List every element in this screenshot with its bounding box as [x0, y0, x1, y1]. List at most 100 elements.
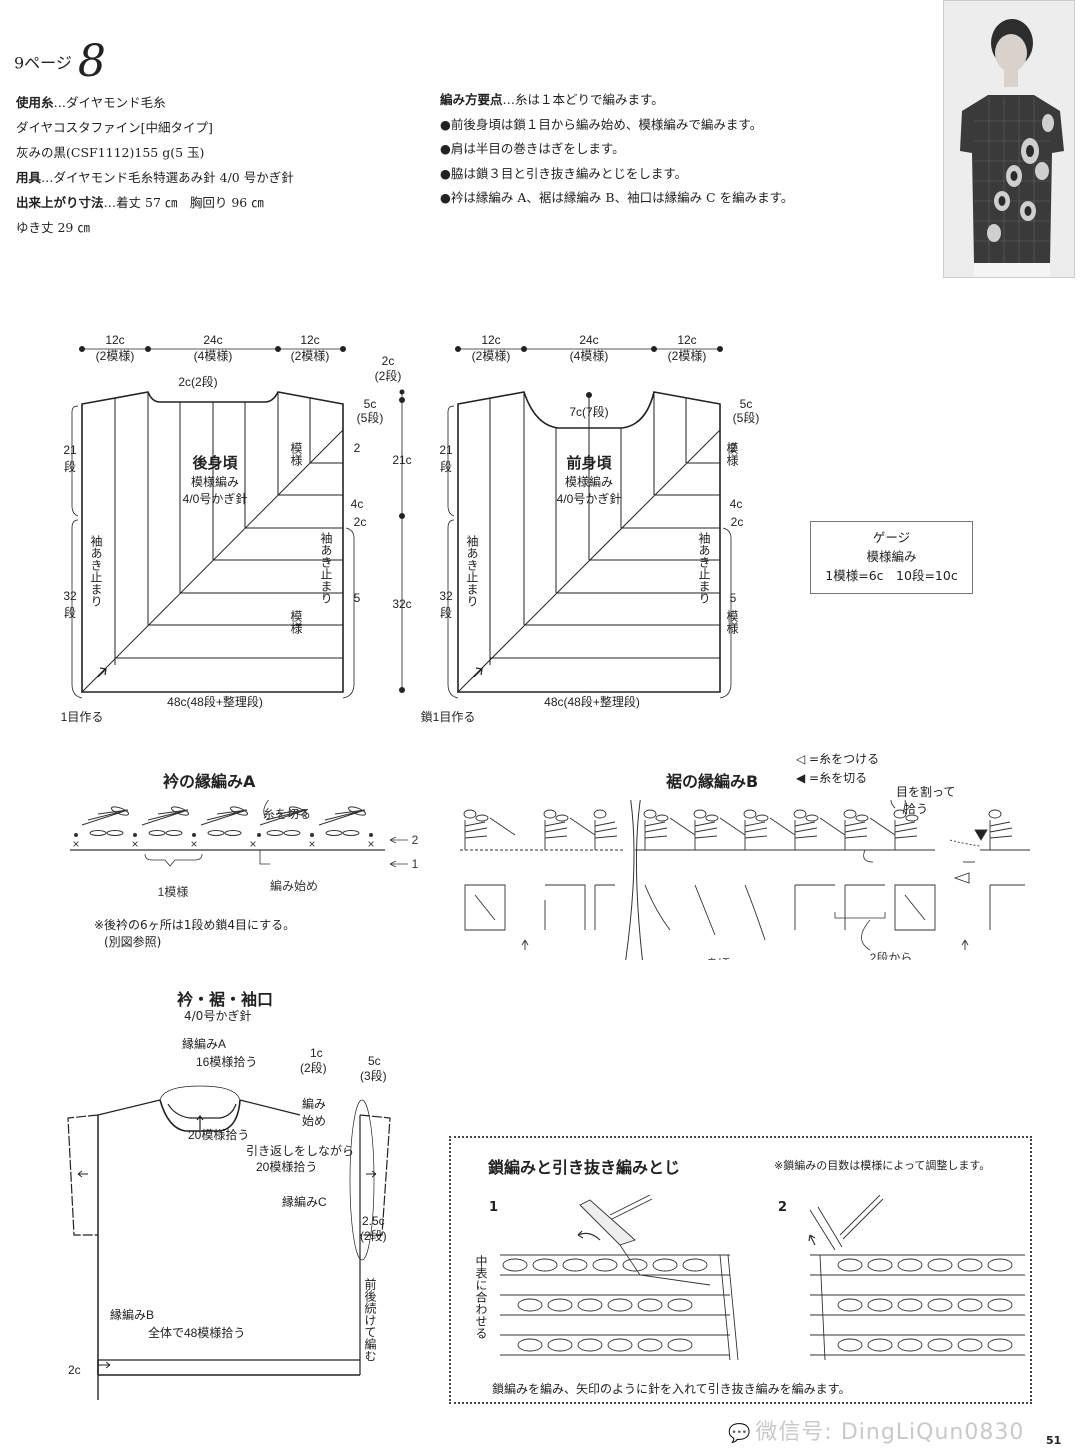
assembly-collar-1c-sub: (2段) — [300, 1060, 327, 1075]
front-right-2-unit: 模様 — [725, 442, 739, 466]
split-pick-label-2: 拾う — [904, 802, 929, 816]
size-label: 出来上がり寸法 — [16, 195, 104, 210]
assembly-sleeve-25c: 2.5c — [362, 1214, 385, 1228]
tools-value: …ダイヤモンド毛糸特選あみ針 4/0 号かぎ針 — [41, 170, 294, 185]
edging-a-repeat: 1模様 — [158, 885, 189, 899]
front-dim-right-sub: (2模様) — [668, 349, 707, 363]
sleeve-length: ゆき丈 29 ㎝ — [16, 220, 90, 235]
assembly-edge-b: 縁編みB — [110, 1307, 154, 1322]
back-right-5-unit: 模様 — [289, 610, 303, 634]
point-item: ●肩は半目の巻きはぎをします。 — [440, 141, 625, 156]
back-body-diagram: 12c (2模様) 24c (4模様) 12c (2模様) 2c(2段) 2c … — [60, 333, 412, 724]
seam-note: ※鎖編みの目数は模様によって調整します。 — [774, 1159, 991, 1172]
back-stitch: 模様編み — [191, 474, 239, 489]
back-start-chain: 鎖1目作る — [60, 709, 103, 724]
back-dim-center: 24c — [203, 333, 222, 347]
yarn-value: …ダイヤモンド毛糸 — [53, 95, 166, 110]
front-armhole-mark-right: 袖あき止まり — [697, 532, 711, 604]
back-dim-right: 12c — [300, 333, 319, 347]
front-start-chain: 鎖1目作る — [421, 709, 476, 724]
front-right-top: 5c — [740, 397, 753, 411]
front-hook: 4/0号かぎ針 — [557, 491, 622, 506]
edging-a-note-ref: (別図参照) — [104, 935, 162, 949]
front-right-2c: 2c — [731, 515, 744, 529]
gauge-title: ゲージ — [872, 530, 911, 545]
assembly-pick48: 全体で48模様拾う — [148, 1325, 245, 1340]
svg-text:×: × — [190, 837, 197, 851]
assembly-turn-pick-2: 20模様拾う — [256, 1159, 317, 1174]
edging-a-row2: 2 — [412, 833, 419, 847]
edging-a-note: ※後衿の6ヶ所は1段め鎖4目にする。 — [94, 918, 296, 932]
svg-text:×: × — [72, 837, 79, 851]
back-height-lower: 32c — [392, 597, 411, 611]
svg-text:×: × — [131, 837, 138, 851]
front-right-5-unit: 模様 — [725, 610, 739, 634]
back-right-2: 2 — [354, 441, 361, 455]
back-right-top-sub: (5段) — [357, 410, 384, 425]
yarn-line3: 灰みの黒(CSF1112)155 g(5 玉) — [16, 145, 205, 160]
edging-a-start: 編み始め — [270, 878, 318, 893]
assembly-title: 衿・裾・袖口 — [177, 990, 274, 1009]
svg-text:×: × — [249, 837, 256, 851]
back-left-upper: 21 — [63, 443, 77, 457]
back-shoulder-slope-sub: (2段) — [375, 368, 402, 383]
back-right-2c: 2c — [354, 515, 367, 529]
seam-illustrations — [500, 1195, 1025, 1361]
yarn-line2: ダイヤコスタファイン[中細タイプ] — [16, 120, 213, 135]
edging-a-row1: 1 — [412, 857, 419, 871]
back-right-5: 5 — [354, 591, 361, 605]
front-dim-left: 12c — [481, 333, 500, 347]
assembly-hook: 4/0号かぎ針 — [184, 1009, 252, 1023]
back-right-4c: 4c — [351, 497, 364, 511]
front-dim-right: 12c — [677, 333, 696, 347]
points-intro: …糸は１本どりで編みます。 — [502, 92, 664, 107]
front-bottom-width: 48c(48段+整理段) — [544, 694, 640, 709]
front-right-5: 5 — [730, 591, 737, 605]
back-left-upper-unit: 段 — [64, 460, 77, 474]
assembly-continue: 前後続けて編む — [363, 1278, 377, 1362]
seam-instruction-box — [449, 1136, 1032, 1404]
assembly-sleeve-5c-sub: (3段) — [360, 1068, 387, 1083]
front-body-title: 前身頃 — [566, 454, 612, 472]
assembly-turn-pick: 引き返しをしながら — [246, 1143, 354, 1158]
front-right-top-sub: (5段) — [733, 410, 760, 425]
size-spec: 出来上がり寸法…着丈 57 ㎝ 胸回り 96 ㎝ — [16, 192, 264, 211]
seam-step-2: 2 — [778, 1200, 788, 1215]
back-armhole-mark-left: 袖あき止まり — [89, 535, 103, 607]
back-right-2-unit: 模様 — [289, 442, 303, 466]
point-item: ●脇は鎖３目と引き抜き編みとじをします。 — [440, 165, 688, 181]
back-hook: 4/0号かぎ針 — [183, 491, 248, 506]
assembly-pick20: 20模様拾う — [188, 1127, 249, 1142]
knitting-points: 編み方要点…糸は１本どりで編みます。 ●前後身頃は鎖１目から編み始め、模様編みで… — [440, 88, 793, 211]
edging-b-title: 裾の縁編みB — [666, 772, 759, 791]
tools-label: 用具 — [16, 170, 42, 185]
watermark-label: 微信号: DingLiQun0830 — [755, 1420, 1025, 1445]
point-item: ●衿は縁編み A、裾は縁編み B、袖口は縁編み C を編みます。 — [440, 190, 794, 205]
front-body-diagram: 12c (2模様) 24c (4模様) 12c (2模様) 7c(7段) 5c … — [421, 333, 760, 724]
back-dim-right-sub: (2模様) — [291, 349, 330, 363]
watermark-text: 💬微信号: DingLiQun0830 — [728, 1414, 1024, 1446]
assembly-edge-c: 縁編みC — [282, 1194, 327, 1209]
front-left-upper: 21 — [439, 443, 453, 457]
front-left-upper-unit: 段 — [440, 460, 453, 474]
edging-a-cut-yarn: 糸を切る — [263, 807, 311, 821]
gauge-stitch: 模様編み — [866, 549, 917, 564]
assembly-hem-2c: 2c — [68, 1363, 81, 1377]
edging-a-chart: ××× ××× 2 1 1模様 編み始め 糸を切る — [70, 800, 419, 899]
back-dim-center-sub: (4模様) — [194, 349, 233, 363]
dim-dot — [79, 346, 85, 352]
seam-side-label: 中表に合わせる — [474, 1255, 488, 1339]
back-right-top: 5c — [364, 397, 377, 411]
legend-attach-yarn: ◁ =糸をつける — [796, 752, 880, 766]
back-dim-left-sub: (2模様) — [96, 349, 135, 363]
front-dim-center: 24c — [579, 333, 598, 347]
edging-a-motif — [81, 806, 130, 836]
split-pick-label: 目を割って — [896, 785, 956, 799]
tools-spec: 用具…ダイヤモンド毛糸特選あみ針 4/0 号かぎ針 — [16, 167, 294, 186]
edging-a-title: 衿の縁編みA — [163, 772, 256, 791]
seam-step2-illustration — [808, 1195, 1025, 1361]
svg-text:×: × — [367, 837, 374, 851]
seam-title: 鎖編みと引き抜き編みとじ — [488, 1158, 681, 1177]
back-shoulder-slope: 2c — [382, 354, 395, 368]
